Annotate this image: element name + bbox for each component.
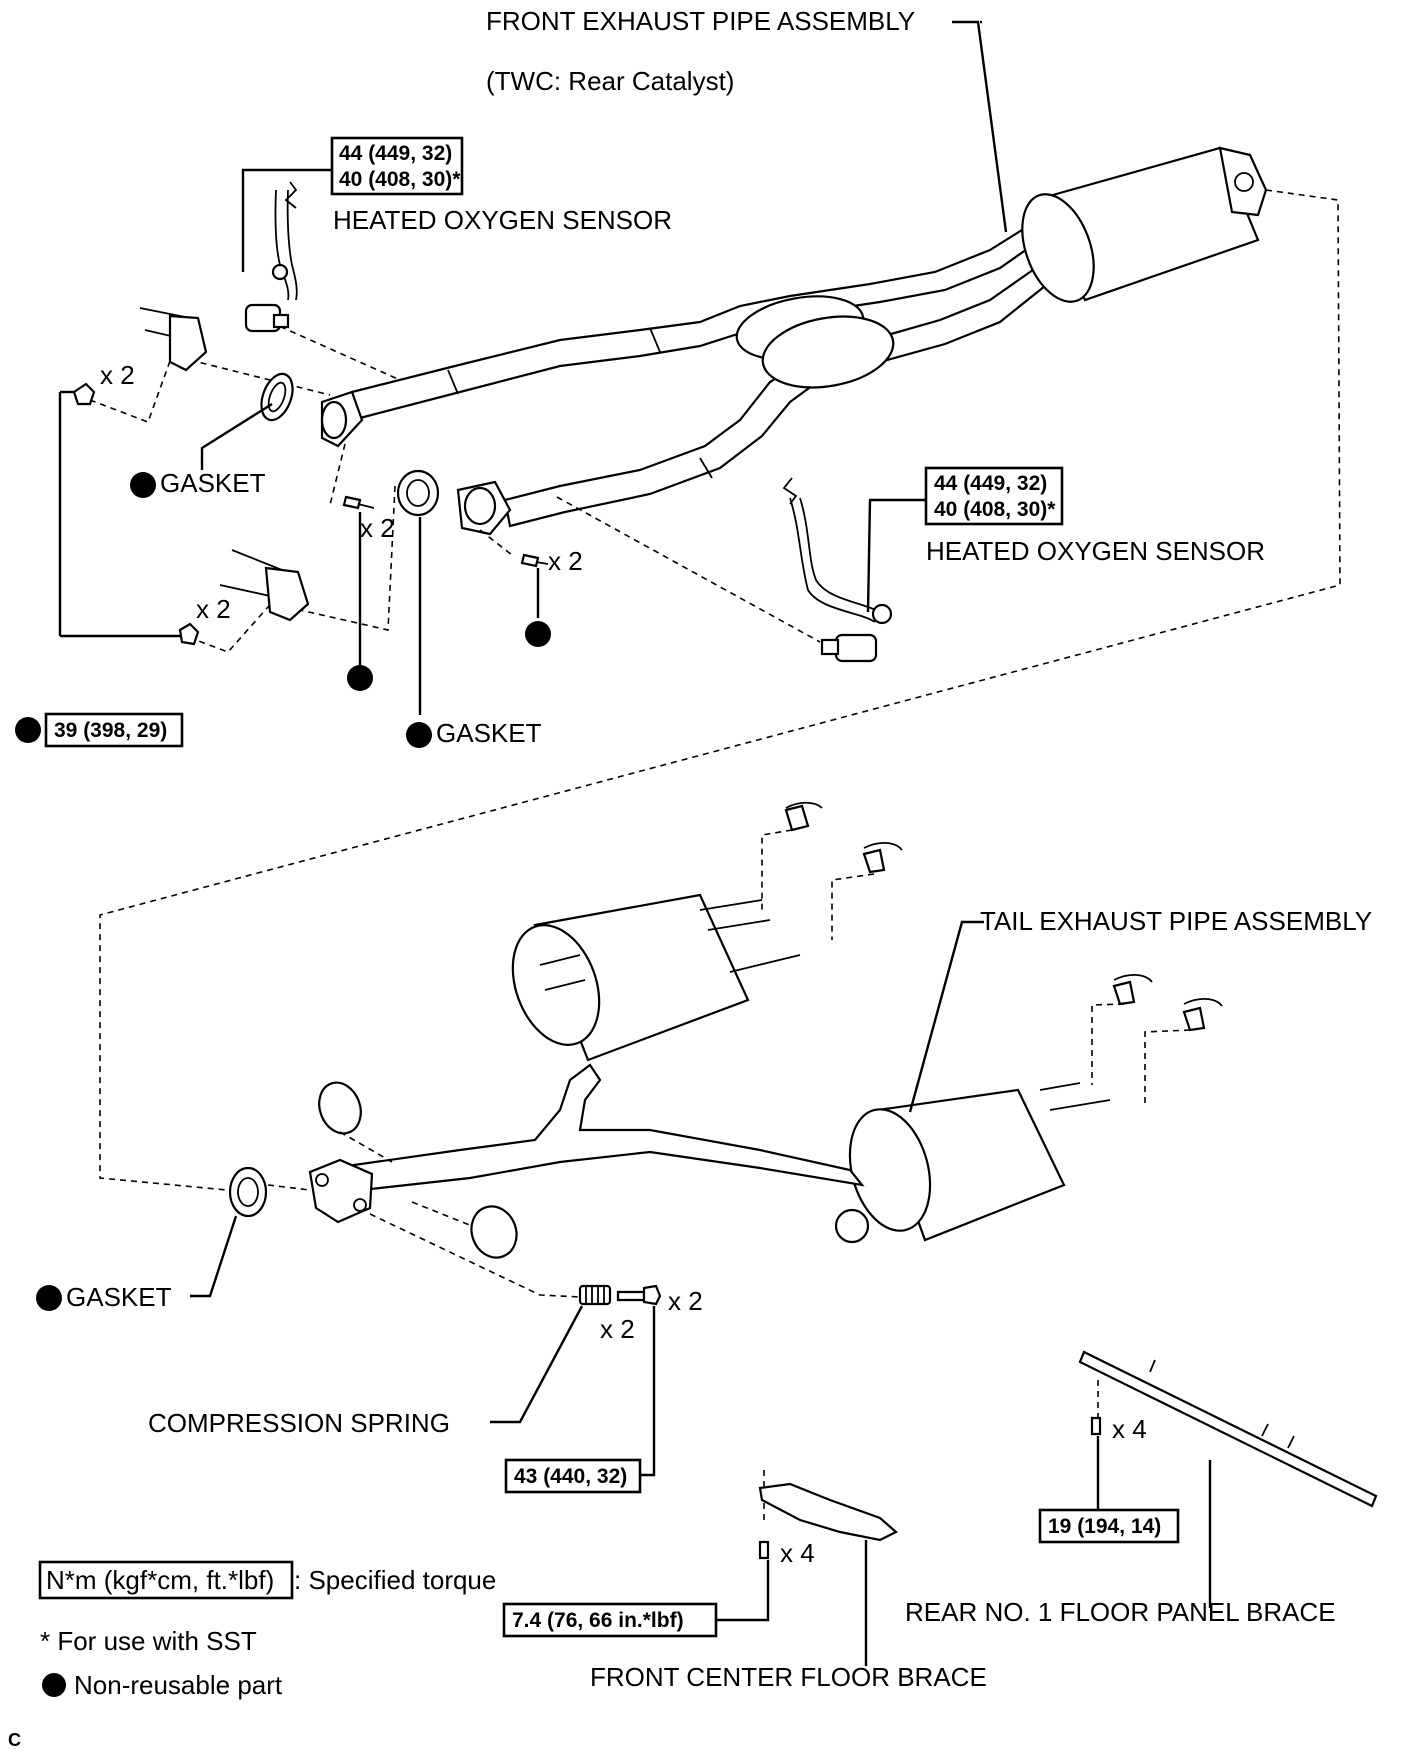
torque-value: 19 (194, 14) <box>1048 1515 1161 1538</box>
legend-sst: * For use with SST <box>40 1626 257 1656</box>
torque-box-rear-brace: 19 (194, 14) <box>1038 1508 1180 1544</box>
torque-value: 39 (398, 29) <box>54 719 167 742</box>
quantity-label: x 2 <box>100 360 135 390</box>
torque-value: 40 (408, 30)* <box>339 168 461 191</box>
twc-label: (TWC: Rear Catalyst) <box>486 66 734 96</box>
fasteners-upper <box>72 382 549 646</box>
non-reusable-dot <box>347 665 373 691</box>
legend-nonreusable: Non-reusable part <box>74 1670 283 1700</box>
torque-box-nuts: 39 (398, 29) <box>44 712 184 748</box>
corner-code: C <box>8 1730 21 1750</box>
heated-oxygen-sensor-label-lower: HEATED OXYGEN SENSOR <box>926 536 1265 566</box>
torque-box-front-brace: 7.4 (76, 66 in.*lbf) <box>502 1602 718 1638</box>
quantity-label: x 2 <box>196 594 231 624</box>
legend-torque-unit: N*m (kgf*cm, ft.*lbf) <box>46 1565 274 1595</box>
quantity-label: x 4 <box>780 1538 815 1568</box>
non-reusable-dot <box>130 472 156 498</box>
torque-value: 40 (408, 30)* <box>934 498 1056 521</box>
legend-torque-desc: : Specified torque <box>294 1565 496 1595</box>
front-center-brace-label: FRONT CENTER FLOOR BRACE <box>590 1662 987 1692</box>
legend: N*m (kgf*cm, ft.*lbf) : Specified torque… <box>38 1560 496 1700</box>
tail-exhaust-pipe-label: TAIL EXHAUST PIPE ASSEMBLY <box>980 906 1372 936</box>
front-exhaust-pipe-label: FRONT EXHAUST PIPE ASSEMBLY <box>486 6 915 36</box>
tail-exhaust-pipe-assembly <box>308 893 1111 1259</box>
rear-no-1-floor-panel-brace <box>1078 1350 1378 1508</box>
non-reusable-dot <box>36 1285 62 1311</box>
front-center-floor-brace <box>758 1482 898 1560</box>
quantity-label: x 2 <box>668 1286 703 1316</box>
leader-lines-upper <box>58 20 1008 715</box>
torque-value: 44 (449, 32) <box>339 142 452 165</box>
quantity-label: x 2 <box>360 513 395 543</box>
legend-dot <box>42 1673 66 1697</box>
compression-spring-and-bolt <box>578 1284 662 1306</box>
torque-value: 7.4 (76, 66 in.*lbf) <box>512 1609 684 1632</box>
rear-floor-brace-label: REAR NO. 1 FLOOR PANEL BRACE <box>905 1597 1336 1627</box>
gasket-lower <box>228 1166 268 1218</box>
heated-oxygen-sensor-label-upper: HEATED OXYGEN SENSOR <box>333 205 672 235</box>
heated-oxygen-sensor-lower <box>782 477 893 663</box>
non-reusable-dot <box>15 717 41 743</box>
torque-box-sensor-lower: 44 (449, 32) 40 (408, 30)* <box>924 466 1064 526</box>
exhaust-manifold-stubs <box>139 307 310 622</box>
non-reusable-dot <box>525 621 551 647</box>
quantity-label: x 4 <box>1112 1414 1147 1444</box>
non-reusable-markers <box>15 472 551 1311</box>
torque-value: 44 (449, 32) <box>934 472 1047 495</box>
gasket-label-1: GASKET <box>160 468 266 498</box>
torque-box-sensor-upper: 44 (449, 32) 40 (408, 30)* <box>330 136 464 196</box>
gasket-label-2: GASKET <box>436 718 542 748</box>
gasket-label-3: GASKET <box>66 1282 172 1312</box>
leader-lines-lower <box>190 920 1212 1666</box>
gaskets-upper <box>260 372 440 517</box>
torque-value: 43 (440, 32) <box>514 1465 627 1488</box>
non-reusable-dot <box>406 722 432 748</box>
compression-spring-label: COMPRESSION SPRING <box>148 1408 450 1438</box>
quantity-label: x 2 <box>600 1314 635 1344</box>
quantity-label: x 2 <box>548 546 583 576</box>
front-exhaust-pipe-assembly <box>320 146 1268 536</box>
rubber-hangers <box>784 801 1223 1032</box>
heated-oxygen-sensor-upper <box>244 181 298 333</box>
torque-box-spring-bolt: 43 (440, 32) <box>504 1458 642 1494</box>
